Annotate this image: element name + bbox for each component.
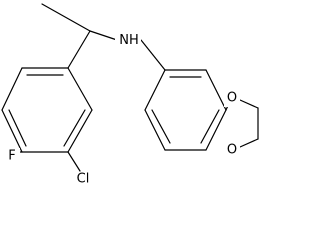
bond-17 — [205, 109, 227, 151]
bond-0 — [41, 3, 91, 32]
atom-label-f: F — [8, 149, 15, 164]
bond-11 — [63, 109, 86, 147]
bond-23 — [151, 109, 171, 144]
atom-n: NH — [115, 32, 141, 49]
bond-13 — [67, 151, 81, 172]
bond-12 — [8, 109, 27, 147]
atom-o1: O — [224, 90, 240, 107]
bond-19 — [144, 109, 166, 151]
bond-20 — [144, 69, 166, 111]
bond-22 — [200, 109, 220, 144]
bond-layer — [1, 3, 259, 172]
atom-label-n: NH — [119, 33, 139, 48]
bond-4 — [67, 67, 93, 111]
bond-8 — [1, 67, 23, 111]
bond-7 — [1, 109, 23, 153]
bond-28 — [239, 138, 259, 148]
atom-cl: Cl — [73, 172, 93, 185]
molecule-structure: NH F Cl O O — [1, 3, 259, 184]
atom-label-o2: O — [227, 143, 237, 158]
bond-3 — [140, 39, 166, 71]
atom-f: F — [4, 148, 20, 165]
bond-16 — [205, 69, 227, 111]
atom-label-cl: Cl — [77, 172, 90, 185]
bond-2 — [67, 30, 91, 69]
bond-5 — [67, 109, 93, 153]
bond-26 — [239, 99, 259, 109]
bond-1 — [89, 30, 118, 41]
atom-o2: O — [224, 142, 240, 159]
atom-label-o1: O — [227, 91, 237, 106]
atom-label-layer: NH F Cl O O — [4, 32, 240, 184]
